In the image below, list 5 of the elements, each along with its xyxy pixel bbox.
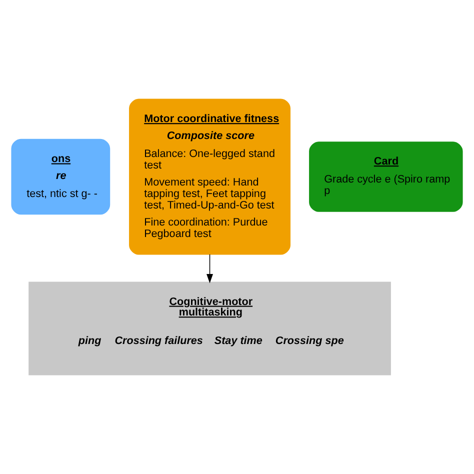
node-box: ons re test, ntic st g- - — [11, 138, 110, 215]
node-box: Motor coordinative fitness Composite score Balance: One-legged stand test Movement speed: Hand tapping test, Feet tapping test, Timed-Up-and-Go test Fine coordination: Purdue Pegboard test — [129, 98, 290, 255]
node-box: Cognitive-motor multitasking ping Crossing failures Stay time Crossing spe — [28, 282, 391, 376]
node-box: Card Grade cycle e (Spiro ramp p — [309, 142, 463, 212]
arrow — [206, 254, 214, 284]
